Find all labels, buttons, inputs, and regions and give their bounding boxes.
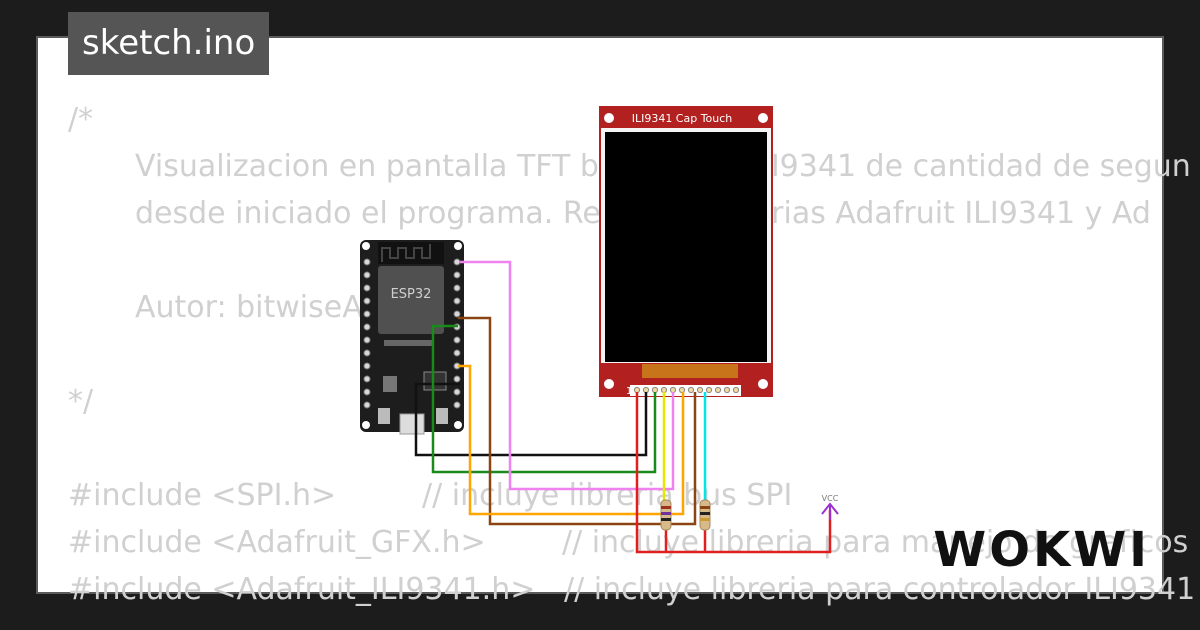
file-title: sketch.ino — [68, 12, 270, 75]
wire-green — [431, 324, 657, 474]
wire-red-a — [635, 392, 832, 554]
display-pin1-label: 1 — [626, 386, 632, 397]
code-line: */ — [68, 384, 94, 419]
wire-black — [414, 382, 648, 457]
code-line: Autor: bitwiseAr — [135, 290, 376, 325]
code-line: /* — [68, 102, 94, 137]
resistor-1[interactable] — [660, 499, 672, 531]
esp32-chip-label: ESP32 — [391, 287, 432, 302]
wire-pink — [460, 260, 675, 491]
display-label: ILI9341 Cap Touch — [632, 112, 733, 125]
wire-orange — [458, 364, 685, 516]
wokwi-logo: WOKWI — [933, 522, 1150, 578]
code-line: #include <SPI.h> // incluye libreria bus… — [68, 478, 793, 513]
vcc-label: VCC — [822, 494, 839, 503]
resistor-2[interactable] — [699, 499, 711, 531]
vcc-power-symbol[interactable]: VCC — [821, 494, 839, 520]
esp32-board[interactable]: ESP32 — [360, 240, 464, 435]
code-line: #include <Adafruit_ILI9341.h> // incluye… — [68, 572, 1196, 607]
wires — [414, 260, 832, 554]
wire-brown — [458, 316, 697, 526]
ili9341-display[interactable]: ILI9341 Cap Touch 1 — [599, 106, 773, 397]
